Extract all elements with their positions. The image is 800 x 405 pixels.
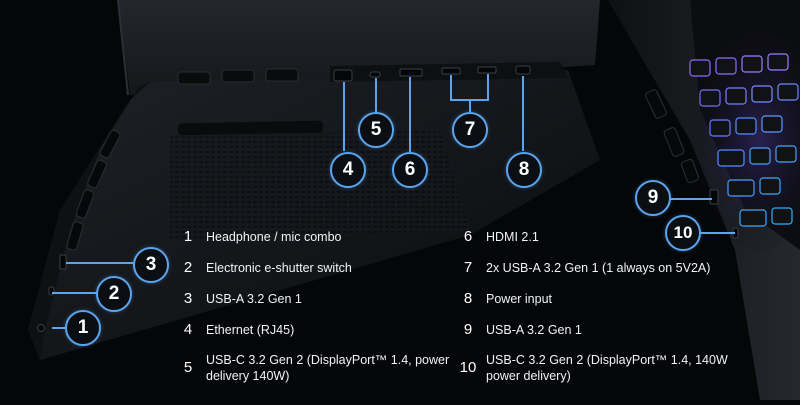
spec-label: USB-A 3.2 Gen 1	[486, 323, 582, 337]
spec-label: USB-C 3.2 Gen 2 (DisplayPort™ 1.4, 140W …	[486, 353, 728, 383]
spec-number: 2	[183, 259, 193, 276]
port-6-hdmi	[399, 68, 423, 77]
spec-number: 4	[183, 321, 193, 338]
port-7a-usba	[441, 67, 461, 75]
port-9-usba	[709, 189, 719, 205]
port-1-audio	[37, 324, 45, 332]
spec-item-3: 3 USB-A 3.2 Gen 1	[178, 290, 302, 308]
spec-number: 9	[463, 321, 473, 338]
spec-label: HDMI 2.1	[486, 230, 539, 244]
callout-10: 10	[665, 215, 701, 251]
spec-item-1: 1 Headphone / mic combo	[178, 228, 342, 246]
port-5-usbc	[369, 71, 381, 78]
spec-number: 8	[463, 290, 473, 307]
spec-number: 7	[463, 259, 473, 276]
port-7b-usba	[477, 66, 497, 74]
spec-label: Headphone / mic combo	[206, 230, 342, 244]
spec-item-5: 5 USB-C 3.2 Gen 2 (DisplayPort™ 1.4, pow…	[178, 352, 456, 384]
callout-1: 1	[65, 310, 101, 346]
callout-8: 8	[506, 152, 542, 188]
callout-9: 9	[635, 180, 671, 216]
spec-item-4: 4 Ethernet (RJ45)	[178, 321, 294, 339]
callout-6: 6	[392, 152, 428, 188]
spec-number: 10	[459, 359, 477, 376]
spec-label: Electronic e-shutter switch	[206, 261, 352, 275]
callout-7: 7	[452, 112, 488, 148]
spec-number: 3	[183, 290, 193, 307]
spec-label: 2x USB-A 3.2 Gen 1 (1 always on 5V2A)	[486, 261, 711, 275]
vent-grille	[170, 130, 470, 240]
callout-3: 3	[133, 247, 169, 283]
spec-number: 6	[463, 228, 473, 245]
spec-item-6: 6 HDMI 2.1	[458, 228, 539, 246]
spec-label: Power input	[486, 292, 553, 306]
callout-4: 4	[330, 152, 366, 188]
spec-item-2: 2 Electronic e-shutter switch	[178, 259, 352, 277]
leader-lines	[52, 74, 735, 329]
spec-number: 1	[183, 228, 193, 245]
callout-5: 5	[358, 112, 394, 148]
port-8-power	[515, 65, 531, 75]
spec-item-8: 8 Power input	[458, 290, 552, 308]
spec-item-10: 10 USB-C 3.2 Gen 2 (DisplayPort™ 1.4, 14…	[458, 352, 731, 384]
callout-2: 2	[96, 276, 132, 312]
spec-item-9: 9 USB-A 3.2 Gen 1	[458, 321, 582, 339]
spec-label: Ethernet (RJ45)	[206, 323, 295, 337]
spec-item-7: 7 2x USB-A 3.2 Gen 1 (1 always on 5V2A)	[458, 259, 711, 277]
spec-label: USB-C 3.2 Gen 2 (DisplayPort™ 1.4, power…	[206, 353, 450, 383]
spec-label: USB-A 3.2 Gen 1	[206, 292, 302, 306]
spec-number: 5	[183, 359, 193, 376]
port-4-ethernet	[333, 69, 353, 82]
